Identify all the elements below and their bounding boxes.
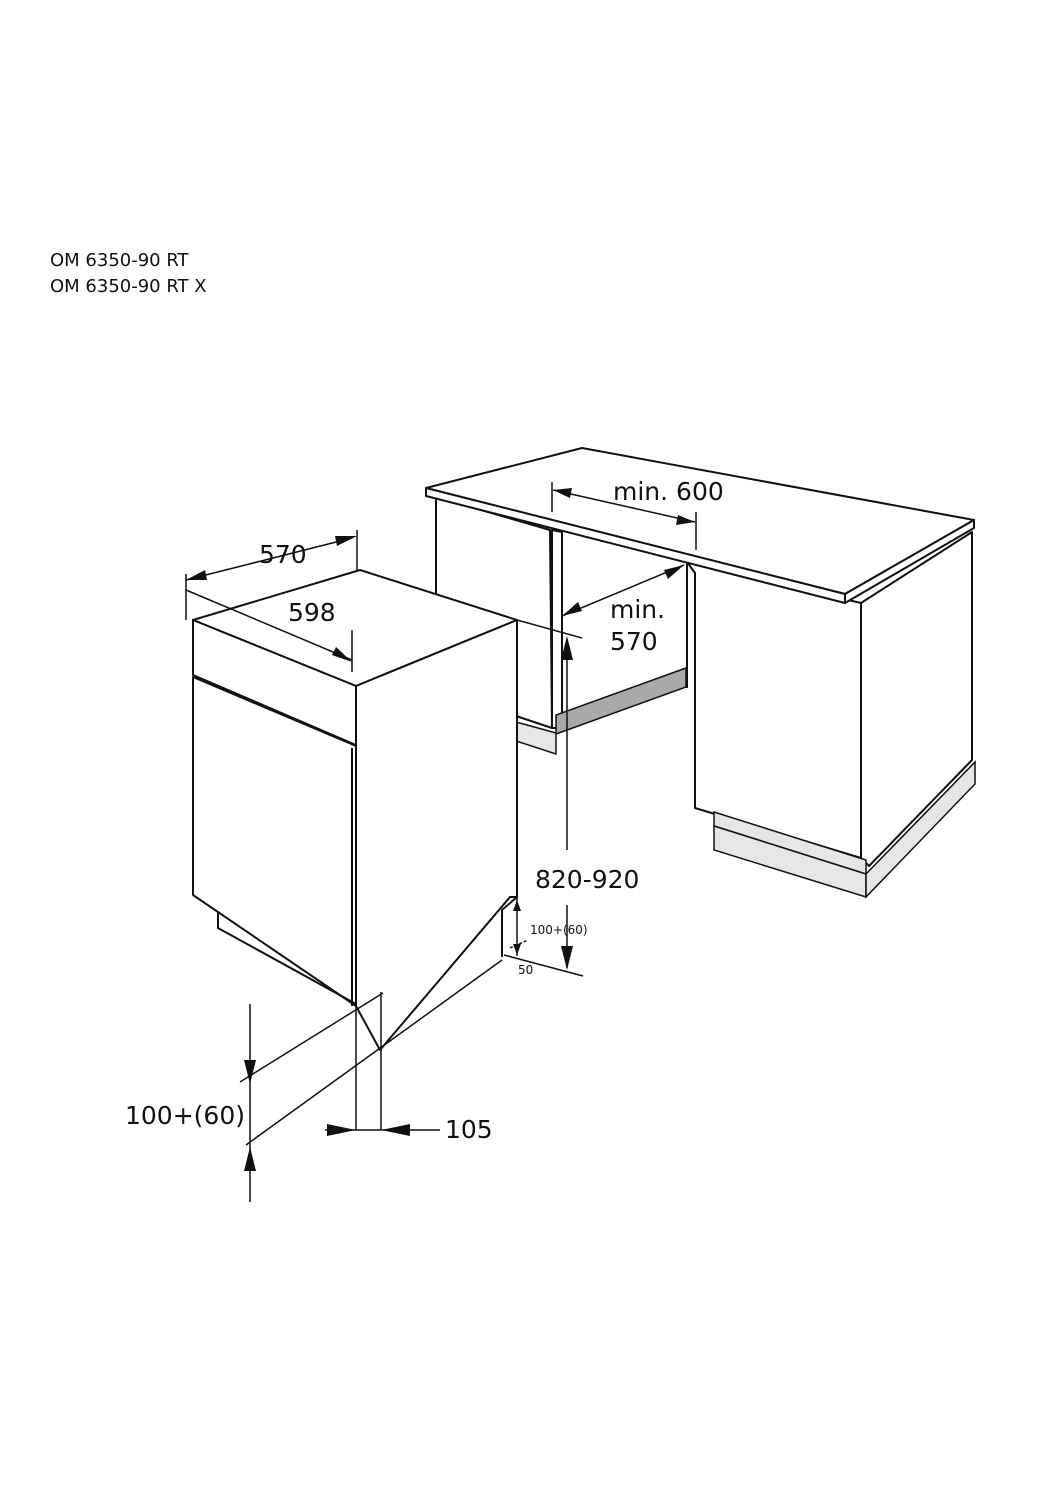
small-plinth-arrow-top: [513, 900, 521, 911]
label-plinth-height: 100+(60): [125, 1101, 245, 1130]
dim-570-arrow-left: [186, 570, 207, 580]
right-carcass-side: [860, 531, 973, 867]
dishwasher-side: [355, 619, 518, 1051]
model-name-2: OM 6350-90 RT X: [50, 276, 207, 297]
model-name-1: OM 6350-90 RT: [50, 250, 189, 271]
dim-niche-depth-arrow-right: [664, 565, 684, 579]
label-depth-570: 570: [259, 540, 307, 569]
dim-height-arrow-bottom: [561, 946, 573, 970]
plinth-ext-bottom: [245, 959, 503, 1146]
label-door-overhang: 105: [445, 1115, 493, 1144]
dishwasher: [192, 569, 518, 1051]
label-niche-depth-1: min.: [610, 595, 665, 624]
niche-back-plinth: [555, 666, 687, 736]
dim-height-ext-top: [516, 619, 583, 639]
dishwasher-plinth: [217, 912, 357, 1005]
dim-600-line: [552, 489, 696, 523]
dim-niche-depth-line: [561, 564, 685, 617]
dim-height-ext-bottom: [503, 954, 584, 977]
worktop-side-edge: [844, 519, 975, 604]
dim-570-line: [185, 537, 353, 581]
dim-height-arrow-top: [561, 636, 573, 660]
dimension-lines: [185, 482, 697, 1202]
plinth-ext-top: [239, 992, 384, 1083]
label-small-plinth: 100+(60): [530, 923, 588, 937]
plinth-recess: [501, 896, 518, 957]
overhang-arrow-right: [381, 1124, 410, 1136]
dimension-labels: 570 598 min. 600 min. 570 820-920 100+(6…: [125, 477, 724, 1144]
label-width-598: 598: [288, 598, 336, 627]
overhang-arrow-left: [327, 1124, 356, 1136]
plinth-arrow-top: [244, 1060, 256, 1084]
dim-niche-depth-arrow-left: [562, 602, 582, 616]
label-small-offset: 50: [518, 963, 533, 977]
dim-600-arrow-right: [676, 515, 695, 525]
dim-598-line: [185, 589, 353, 661]
right-plinth-side: [865, 760, 976, 899]
small-plinth-arrow-bottom: [513, 944, 521, 955]
label-niche-depth-2: 570: [610, 627, 658, 656]
dim-600-arrow-left: [553, 488, 572, 498]
plinth-arrow-bottom: [244, 1147, 256, 1171]
label-niche-width: min. 600: [613, 477, 724, 506]
right-carcass-front: [686, 561, 862, 859]
niche-left-wall: [551, 529, 563, 729]
dim-570-arrow-right: [335, 536, 357, 546]
kitchen-cabinet: [425, 447, 976, 899]
dim-598-arrow-right: [332, 647, 352, 662]
small-offset-dashed: [509, 939, 529, 949]
label-worktop-height: 820-920: [535, 865, 639, 894]
